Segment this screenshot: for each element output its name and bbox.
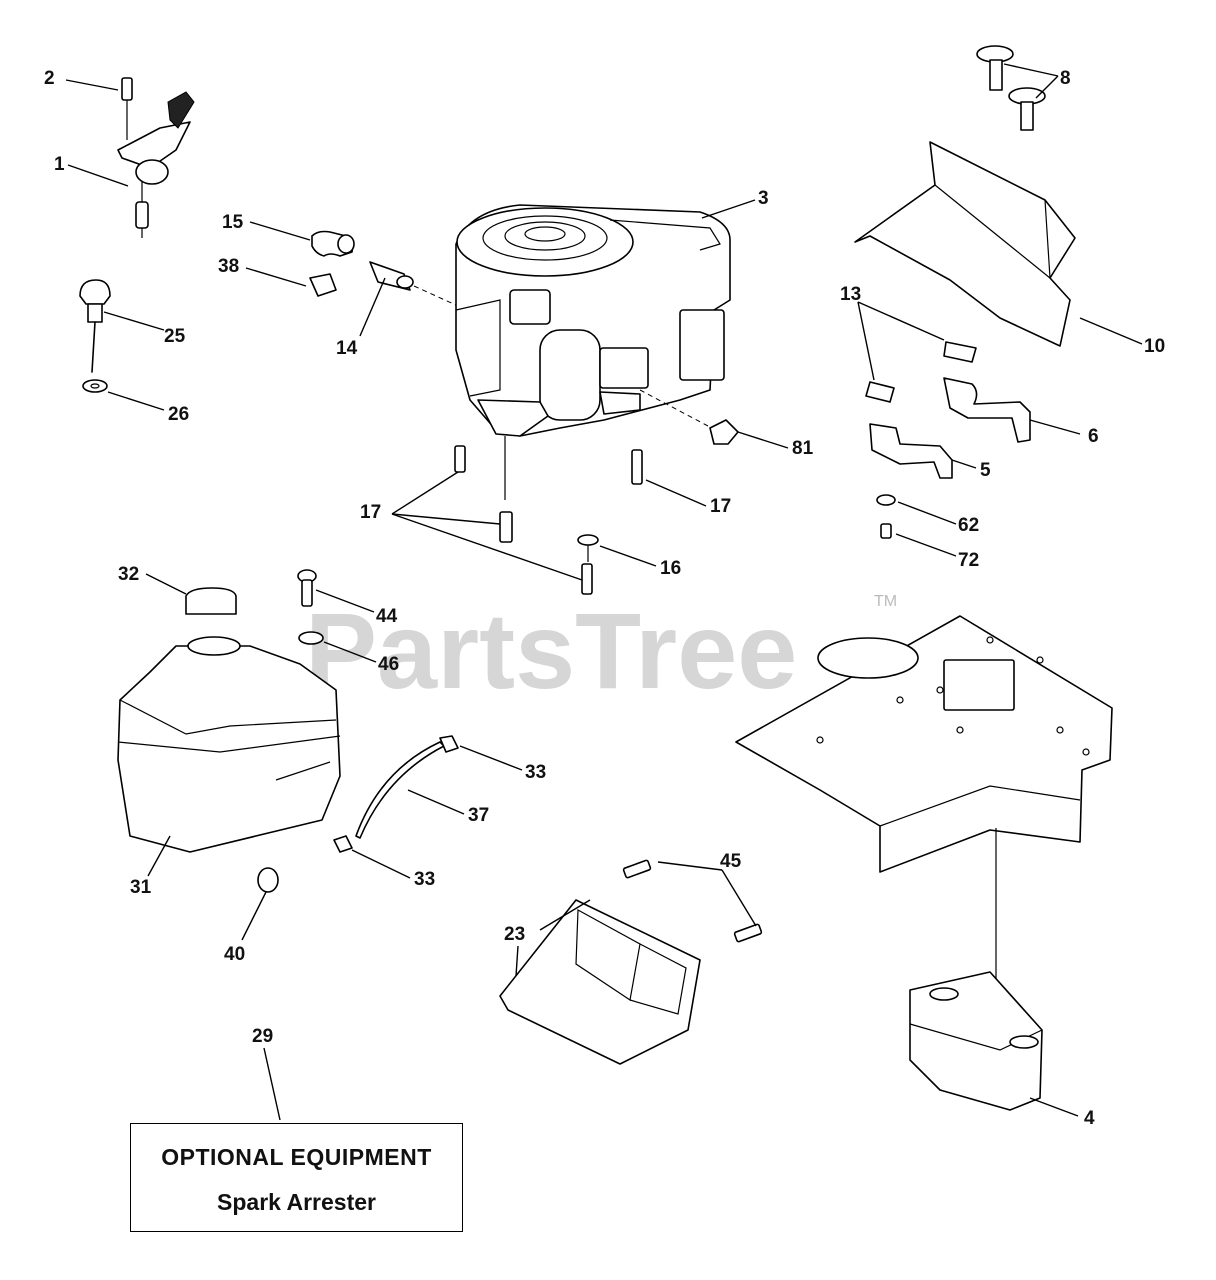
- callout-37: 37: [468, 805, 489, 826]
- callout-4: 4: [1084, 1108, 1095, 1129]
- callout-17a: 17: [360, 502, 381, 523]
- callout-14: 14: [336, 338, 358, 359]
- callout-8: 8: [1060, 68, 1071, 89]
- callout-33a: 33: [525, 762, 546, 783]
- callout-81: 81: [792, 438, 814, 459]
- shield-plate: [499, 859, 763, 1065]
- callout-16: 16: [660, 558, 681, 579]
- callout-2: 2: [44, 68, 55, 89]
- engine-hardware: [454, 389, 739, 595]
- optional-equipment-item: Spark Arrester: [217, 1189, 376, 1215]
- callout-26: 26: [168, 404, 189, 425]
- callout-72: 72: [958, 550, 979, 571]
- callout-62: 62: [958, 515, 979, 536]
- callout-33b: 33: [414, 869, 435, 890]
- callout-46: 46: [378, 654, 399, 675]
- callout-38: 38: [218, 256, 239, 277]
- tank-hardware: [257, 569, 459, 893]
- callout-44: 44: [376, 606, 398, 627]
- callout-17b: 17: [710, 496, 731, 517]
- callouts: 2 1 3 15 38 14 25 26 8 10 13 6 5 62 72 8…: [44, 68, 1165, 1129]
- callout-1: 1: [54, 154, 65, 175]
- watermark: PartsTree: [305, 590, 797, 711]
- callout-3: 3: [758, 188, 769, 209]
- leader-lines: [65, 63, 1143, 1121]
- callout-32: 32: [118, 564, 139, 585]
- lift-brackets: [976, 45, 1046, 131]
- oil-fittings: [309, 230, 459, 307]
- callout-13: 13: [840, 284, 861, 305]
- fuel-tank: [117, 587, 341, 853]
- callout-45: 45: [720, 851, 742, 872]
- callout-40: 40: [224, 944, 245, 965]
- callout-25: 25: [164, 326, 186, 347]
- engine-mount-plate: [735, 615, 1113, 980]
- callout-5: 5: [980, 460, 991, 481]
- heat-shield: [854, 141, 1076, 347]
- dipstick: [79, 279, 111, 393]
- optional-equipment-title: OPTIONAL EQUIPMENT: [161, 1144, 432, 1170]
- engine: [455, 204, 731, 437]
- callout-10: 10: [1144, 336, 1165, 357]
- muffler: [909, 971, 1043, 1111]
- exhaust-pipes: [865, 341, 1031, 539]
- callout-6: 6: [1088, 426, 1099, 447]
- callout-29: 29: [252, 1026, 273, 1047]
- throttle-control: [117, 77, 195, 238]
- callout-23: 23: [504, 924, 525, 945]
- watermark-tm: TM: [874, 593, 897, 610]
- callout-31: 31: [130, 877, 152, 898]
- optional-equipment-box: OPTIONAL EQUIPMENT Spark Arrester: [130, 1123, 463, 1232]
- callout-15: 15: [222, 212, 244, 233]
